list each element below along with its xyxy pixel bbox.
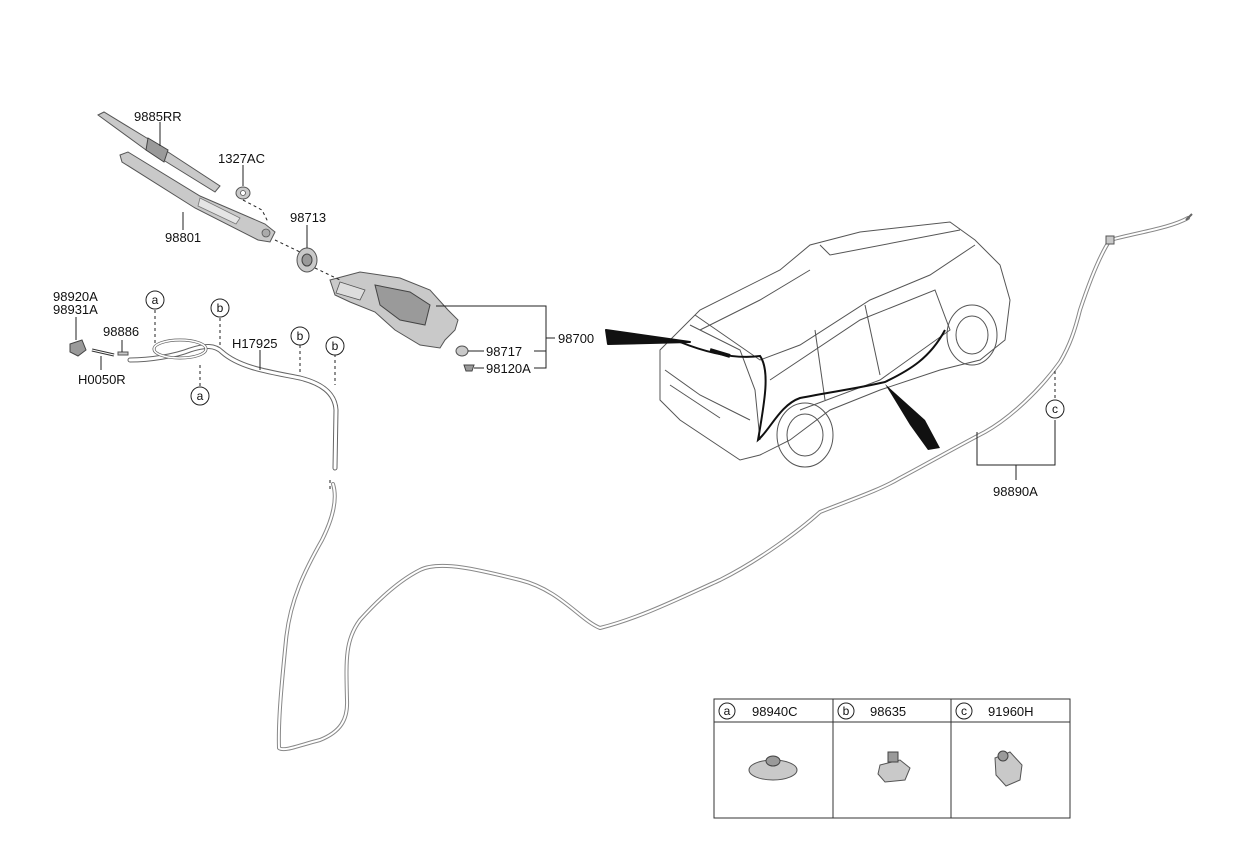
svg-text:98635: 98635: [870, 704, 906, 719]
legend-table: a 98940C b 98635 c 91960H: [713, 698, 1071, 819]
cap-98713[interactable]: [296, 247, 318, 273]
label-98801: 98801: [165, 230, 201, 245]
wiper-blade-9885RR[interactable]: [97, 111, 221, 193]
leader-lines: [75, 122, 1056, 480]
svg-text:a: a: [724, 704, 731, 718]
callout-b-1: b: [210, 298, 230, 318]
label-98713: 98713: [290, 210, 326, 225]
svg-text:c: c: [961, 704, 967, 718]
grommet-98717[interactable]: [455, 345, 469, 357]
nut-1327AC[interactable]: [235, 186, 251, 200]
label-98931A: 98931A: [53, 302, 98, 317]
callout-a-bottom: a: [190, 386, 210, 406]
label-98920A: 98920A: [53, 289, 98, 304]
label-98886: 98886: [103, 324, 139, 339]
hose-connector: [1105, 235, 1115, 245]
label-98890A: 98890A: [993, 484, 1038, 499]
label-H17925: H17925: [232, 336, 278, 351]
washer-hose-H17925[interactable]: [127, 338, 339, 471]
svg-text:b: b: [843, 704, 850, 718]
svg-text:b: b: [217, 301, 224, 315]
svg-text:b: b: [332, 339, 339, 353]
clip-91960H-image: [994, 750, 1023, 787]
label-H0050R: H0050R: [78, 372, 126, 387]
label-1327AC: 1327AC: [218, 151, 265, 166]
svg-text:98940C: 98940C: [752, 704, 798, 719]
svg-text:91960H: 91960H: [988, 704, 1034, 719]
callout-c: c: [1045, 399, 1065, 419]
callout-b-3: b: [325, 336, 345, 356]
clip-98940C-image: [748, 755, 798, 781]
svg-text:b: b: [297, 329, 304, 343]
washer-hose-98890A[interactable]: [276, 213, 1193, 752]
connector-98886[interactable]: [117, 351, 129, 356]
clip-98635-image: [877, 751, 911, 783]
legend-cell-c: c 91960H: [955, 702, 1034, 787]
callout-a-top: a: [145, 290, 165, 310]
svg-text:a: a: [197, 389, 204, 403]
label-98120A: 98120A: [486, 361, 531, 376]
label-98717: 98717: [486, 344, 522, 359]
hose-H0050R[interactable]: [91, 348, 115, 357]
callout-b-2: b: [290, 326, 310, 346]
wiper-motor-98700[interactable]: [329, 271, 459, 349]
legend-cell-b: b 98635: [837, 702, 911, 783]
legend-cell-a: a 98940C: [718, 702, 798, 781]
nozzle-98920A[interactable]: [69, 339, 87, 357]
assembly-lines: [154, 199, 1056, 490]
label-98700: 98700: [558, 331, 594, 346]
svg-text:c: c: [1052, 402, 1058, 416]
label-9885RR: 9885RR: [134, 109, 182, 124]
vehicle-illustration: [605, 221, 1011, 468]
bolt-98120A[interactable]: [463, 364, 475, 372]
svg-text:a: a: [152, 293, 159, 307]
wiper-arm-98801[interactable]: [119, 151, 276, 243]
